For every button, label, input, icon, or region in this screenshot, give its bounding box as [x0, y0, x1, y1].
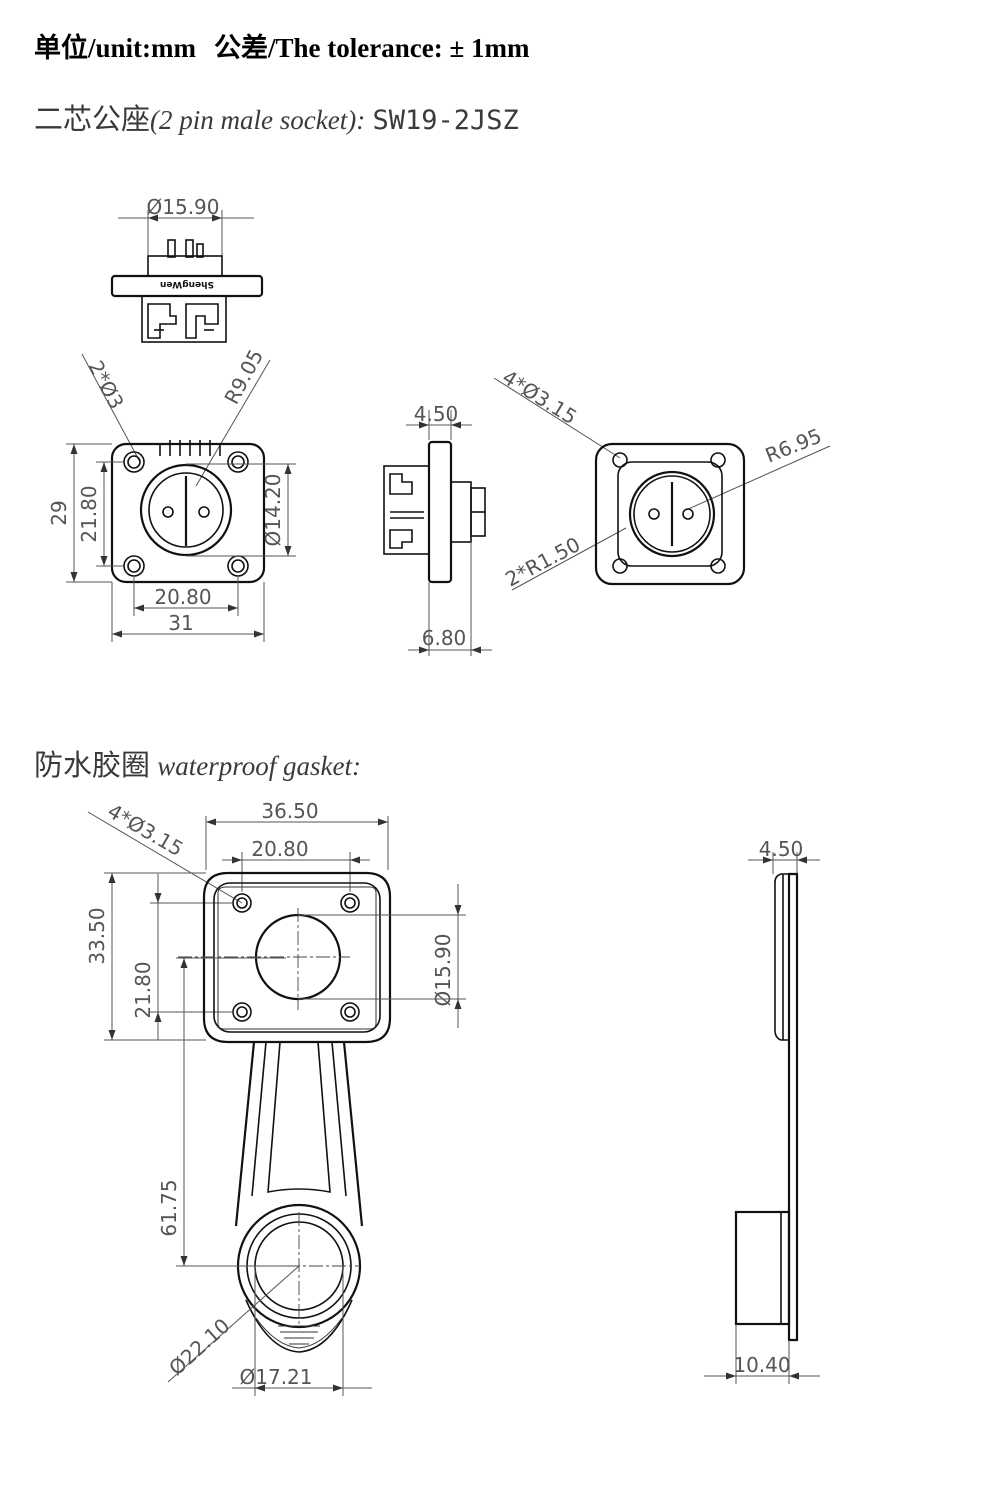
dim-side-depth: 6.80 [422, 626, 467, 650]
dim-gasket-ring-outer: Ø22.10 [164, 1313, 234, 1380]
dim-front-radius: R9.05 [220, 345, 269, 408]
model-code: SW19-2JSZ [372, 105, 519, 136]
dim-gasket-width-inner: 20.80 [251, 837, 308, 861]
socket-side-view: 4.50 6.80 [383, 402, 492, 656]
dim-front-width-inner: 20.80 [154, 585, 211, 609]
dim-gasket-width-outer: 36.50 [261, 799, 318, 823]
socket-rear-view: 4*Ø3.15 R6.95 2*R1.50 [493, 365, 831, 591]
gasket-header: 防水胶圈 waterproof gasket: [34, 742, 361, 784]
gasket-title-en: waterproof gasket: [157, 751, 361, 781]
gasket-title-cn: 防水胶圈 [34, 750, 151, 782]
dim-top-diameter: Ø15.90 [147, 195, 220, 219]
dim-gasket-arm-length: 61.75 [157, 1179, 181, 1236]
model-header: 二芯公座(2 pin male socket): SW19-2JSZ [34, 96, 519, 138]
dim-rear-corner: 2*R1.50 [501, 532, 584, 591]
dim-gasket-height-inner: 21.80 [131, 961, 155, 1018]
dim-rear-radius: R6.95 [762, 423, 825, 467]
socket-top-view: Ø15.90 ShengWen [110, 195, 264, 343]
dim-gasket-holes: 4*Ø3.15 [104, 799, 188, 861]
unit-label: 单位/unit:mm [34, 33, 196, 63]
model-name-cn: 二芯公座 [34, 104, 151, 136]
dim-side-ring-depth: 10.40 [733, 1353, 790, 1377]
gasket-front-view: 4*Ø3.15 36.50 20.80 33.50 21.80 [85, 799, 466, 1396]
gasket-side-view: 4.50 10.40 [704, 837, 820, 1384]
model-name-en: (2 pin male socket): [150, 105, 366, 135]
dim-front-height-outer: 29 [47, 500, 71, 525]
dim-gasket-center-diameter: Ø15.90 [431, 934, 455, 1007]
dim-side-flange: 4.50 [414, 402, 459, 426]
dim-front-inner-diameter: Ø14.20 [261, 474, 285, 547]
tolerance-label: 公差/The tolerance: ± 1mm [214, 33, 530, 63]
dim-front-holes: 2*Ø3 [84, 356, 129, 412]
dim-front-width-outer: 31 [168, 611, 193, 635]
brand-mark: ShengWen [160, 279, 214, 289]
dim-gasket-height-outer: 33.50 [85, 907, 109, 964]
dim-side-thickness: 4.50 [759, 837, 804, 861]
unit-tolerance-header: 单位/unit:mm 公差/The tolerance: ± 1mm [34, 26, 530, 65]
dim-front-height-inner: 21.80 [77, 485, 101, 542]
dim-gasket-ring-inner: Ø17.21 [240, 1365, 313, 1389]
socket-front-view: 2*Ø3 R9.05 29 21.80 [47, 345, 296, 642]
dim-rear-holes: 4*Ø3.15 [498, 365, 581, 429]
